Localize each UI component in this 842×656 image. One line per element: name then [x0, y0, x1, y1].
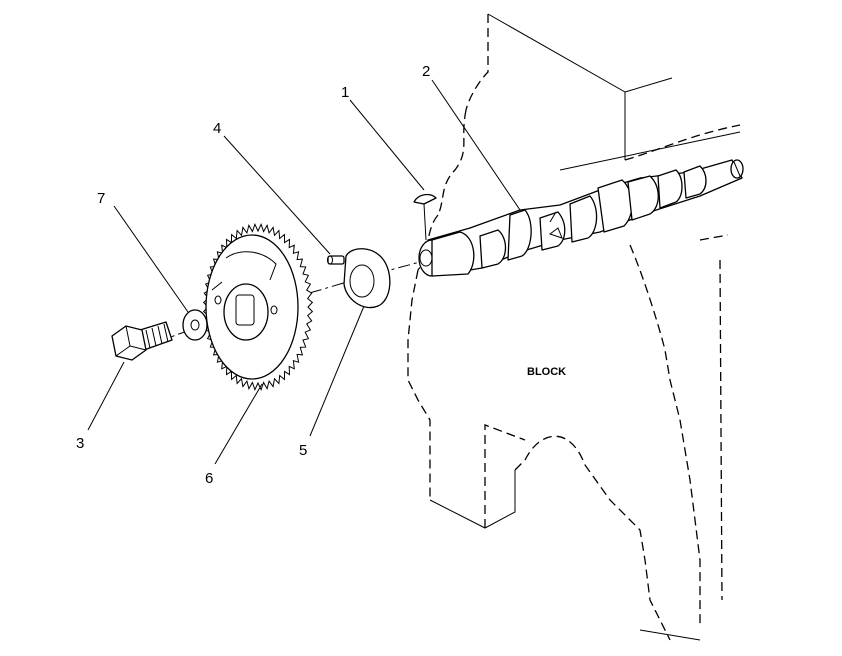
- dowel-pin: [327, 255, 345, 265]
- callout-5: 5: [299, 442, 307, 459]
- callout-6: 6: [205, 470, 213, 487]
- woodruff-key: [413, 193, 437, 241]
- camshaft-gear: [202, 222, 314, 392]
- camshaft: [418, 159, 744, 277]
- callout-4: 4: [213, 120, 221, 137]
- thrust-plate: [343, 248, 391, 309]
- callouts: 1 2 3 4 5 6 7: [76, 63, 430, 487]
- washer: [182, 309, 208, 341]
- callout-2: 2: [422, 63, 430, 80]
- bolt: [111, 321, 173, 361]
- callout-3: 3: [76, 435, 84, 452]
- block-label: BLOCK: [527, 366, 566, 378]
- callout-7: 7: [97, 190, 105, 207]
- engine-block-outline: [407, 13, 741, 641]
- callout-1: 1: [341, 84, 349, 101]
- leader-lines: [87, 79, 521, 465]
